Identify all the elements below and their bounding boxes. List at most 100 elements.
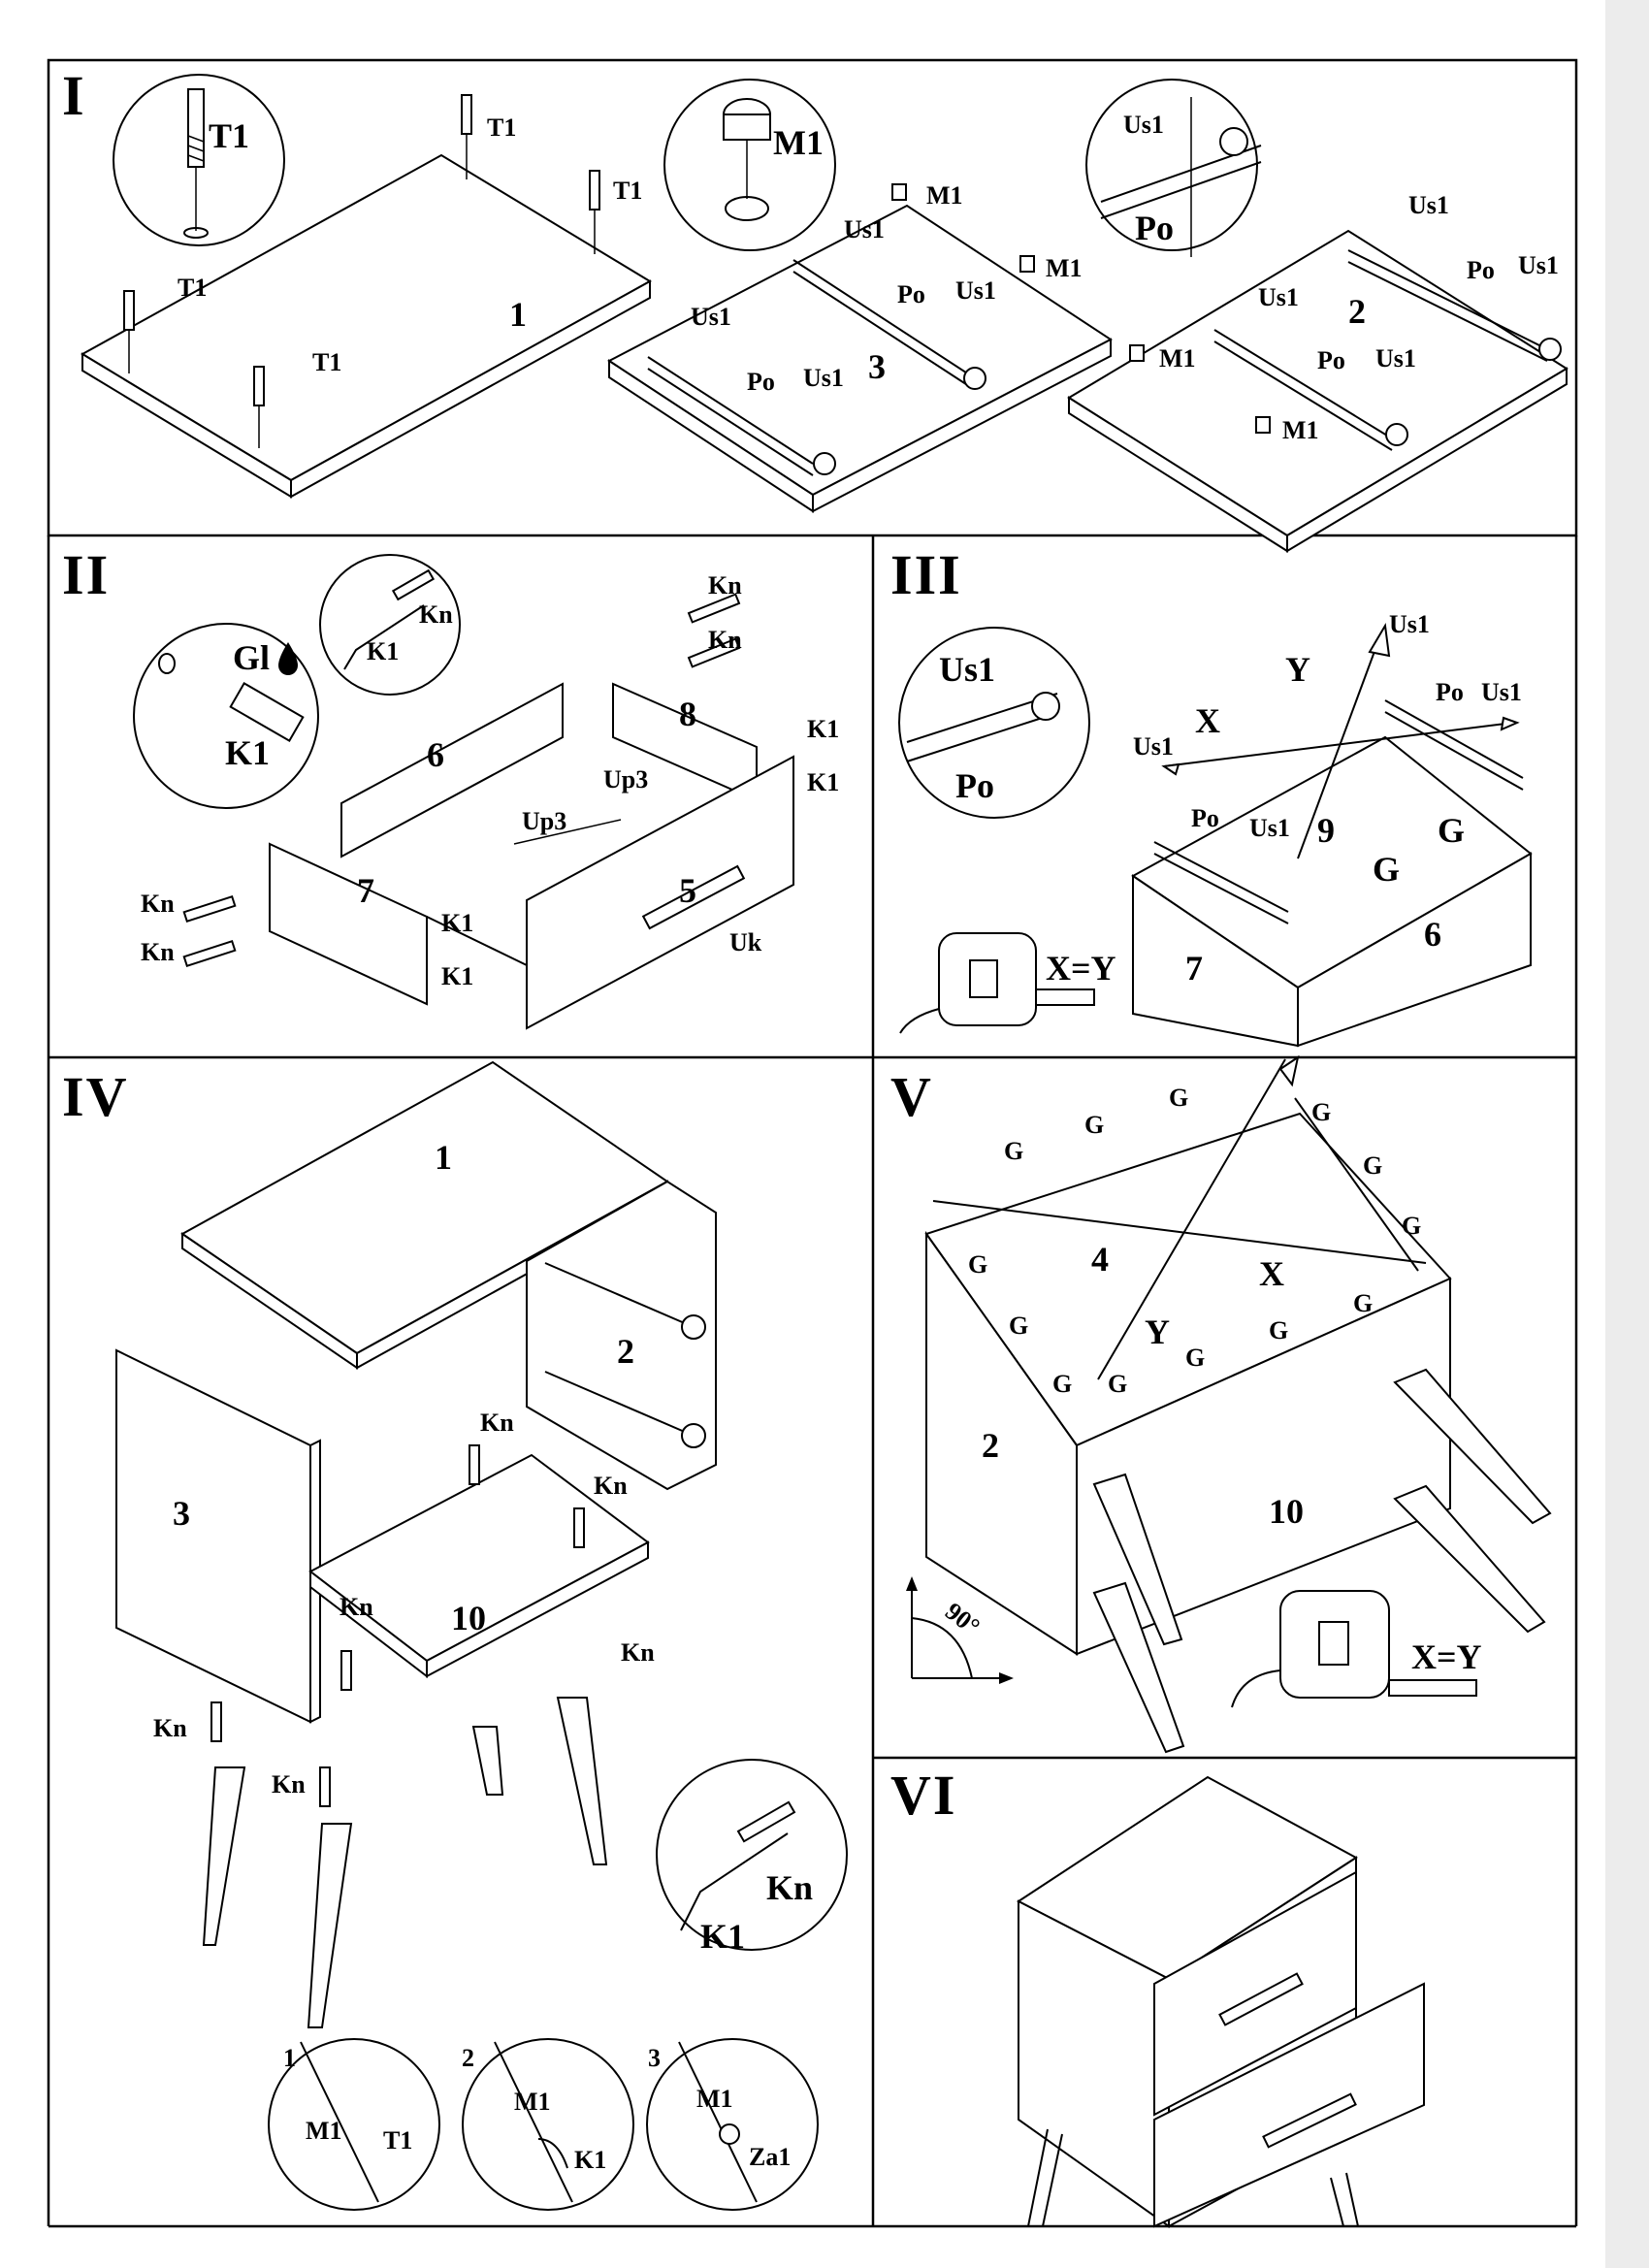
label-kn-b: Kn <box>708 626 742 654</box>
label-m1-a: M1 <box>926 181 963 210</box>
handle-lower <box>1262 2092 1357 2149</box>
label-g-13: G <box>1353 1289 1373 1317</box>
label-part-10: 10 <box>451 1599 486 1637</box>
label-po-zoom: Po <box>1135 209 1174 247</box>
step-circle-1 <box>268 2038 440 2211</box>
label-us1-b: Us1 <box>1481 678 1522 706</box>
label-us1-zoom: Us1 <box>1123 111 1164 139</box>
drawer-lower <box>1153 1982 1425 2228</box>
label-m1-b: M1 <box>1046 254 1083 282</box>
label-po-b: Po <box>747 368 775 396</box>
label-kn-zoom: Kn <box>419 600 453 629</box>
label-t1-b: T1 <box>613 177 642 205</box>
scan-edge <box>1605 0 1649 2268</box>
label-part-3: 3 <box>173 1494 190 1533</box>
label-us1-d: Us1 <box>955 276 996 305</box>
label-us1-f: Us1 <box>1258 283 1299 311</box>
panel-frames <box>47 58 1578 2228</box>
drawer-handle <box>641 864 746 930</box>
label-y: Y <box>1285 650 1310 689</box>
label-k1-b: K1 <box>807 768 839 796</box>
label-part-9: 9 <box>1317 811 1335 850</box>
panel-4: IV 1 2 3 10 Kn Kn Kn Kn Kn Kn <box>62 1060 848 2211</box>
label-part-2: 2 <box>982 1426 999 1465</box>
label-angle: 90° <box>940 1597 986 1640</box>
part-7 <box>269 842 428 1006</box>
label-step2-k1: K1 <box>574 2146 606 2174</box>
part-10-bottom <box>1076 1277 1451 1656</box>
label-g-11: G <box>1185 1344 1205 1372</box>
label-y: Y <box>1145 1312 1170 1351</box>
label-k1-zoom: K1 <box>700 1917 745 1956</box>
label-us1-a: Us1 <box>1389 610 1430 638</box>
label-part-4: 4 <box>1091 1240 1109 1279</box>
label-g-9: G <box>1052 1370 1072 1398</box>
label-g-5: G <box>1363 1151 1382 1180</box>
right-angle-icon <box>906 1576 1014 1684</box>
label-g-2: G <box>1084 1111 1104 1139</box>
part-7-face <box>1132 874 1299 1048</box>
label-kn-a: Kn <box>708 571 742 599</box>
panel-2: II Gl K1 Kn K1 6 8 7 5 Kn Kn Kn Kn K1 K1 <box>62 543 839 1030</box>
label-us1-c: Us1 <box>803 364 844 392</box>
label-kn-f: Kn <box>272 1770 306 1798</box>
label-m1-d: M1 <box>1282 416 1319 444</box>
label-g-8: G <box>1009 1312 1028 1340</box>
label-kn-d: Kn <box>141 938 175 966</box>
label-gl: Gl <box>233 638 270 677</box>
label-board-2: 2 <box>1348 292 1366 331</box>
label-k1-d: K1 <box>441 962 473 990</box>
label-part-1: 1 <box>435 1138 452 1177</box>
label-us1-d: Us1 <box>1249 814 1290 842</box>
label-xy: X=Y <box>1046 949 1116 988</box>
panel-5: V 4 2 10 X Y G G G G G G G G G G G G G <box>890 1054 1552 1754</box>
tape-measure-icon <box>1231 1590 1477 1708</box>
label-up3-a: Up3 <box>603 765 648 794</box>
label-us1-h: Us1 <box>1518 251 1559 279</box>
label-part-8: 8 <box>679 695 696 733</box>
side-panel-3 <box>115 1348 311 1724</box>
board-1-drawing <box>81 74 652 499</box>
panel-2-numeral: II <box>62 543 110 606</box>
label-board-3: 3 <box>868 347 886 386</box>
label-t1-zoom: T1 <box>209 116 249 155</box>
label-kn-b: Kn <box>594 1472 628 1500</box>
label-xy: X=Y <box>1411 1637 1482 1676</box>
label-g-b: G <box>1438 811 1465 850</box>
panel-6-numeral: VI <box>890 1764 956 1827</box>
label-kn-a: Kn <box>480 1409 514 1437</box>
label-x: X <box>1195 701 1220 740</box>
label-po-b: Po <box>1191 804 1219 832</box>
zoom-circle-kn-k1 <box>656 1759 848 1951</box>
glue-drop-icon <box>278 642 298 675</box>
leg-c <box>1092 1473 1183 1646</box>
label-t1-c: T1 <box>178 274 207 302</box>
label-kn-d: Kn <box>621 1638 655 1667</box>
side-panel-2 <box>526 1180 717 1491</box>
label-us1-g: Us1 <box>1375 344 1416 373</box>
panel-6: VI <box>890 1764 1425 2228</box>
panel-3: III Us1 Po Us1 Us1 Us1 Us1 Po Po X Y 9 G… <box>890 543 1533 1048</box>
label-board-1: 1 <box>509 295 527 334</box>
label-step-2: 2 <box>462 2044 474 2072</box>
label-step2-m1: M1 <box>514 2088 551 2116</box>
label-x: X <box>1259 1254 1284 1293</box>
board-3-drawing <box>607 79 1113 513</box>
label-po-zoom: Po <box>955 766 994 805</box>
leg-d <box>1092 1581 1185 1754</box>
label-step-1: 1 <box>283 2044 296 2072</box>
label-us1-e: Us1 <box>1408 191 1449 219</box>
label-m1-c: M1 <box>1159 344 1196 373</box>
label-step-3: 3 <box>648 2044 661 2072</box>
label-k1-zoom: K1 <box>225 733 270 772</box>
label-part-5: 5 <box>679 871 696 910</box>
label-step3-za1: Za1 <box>749 2143 791 2171</box>
leg-a <box>1393 1368 1552 1525</box>
part-5 <box>526 755 794 1030</box>
label-g-7: G <box>968 1250 987 1279</box>
board-2-drawing <box>1067 79 1568 553</box>
label-up3-b: Up3 <box>522 807 566 835</box>
zoom-circle-kn <box>319 554 461 696</box>
zoom-circle-gl <box>133 623 319 809</box>
